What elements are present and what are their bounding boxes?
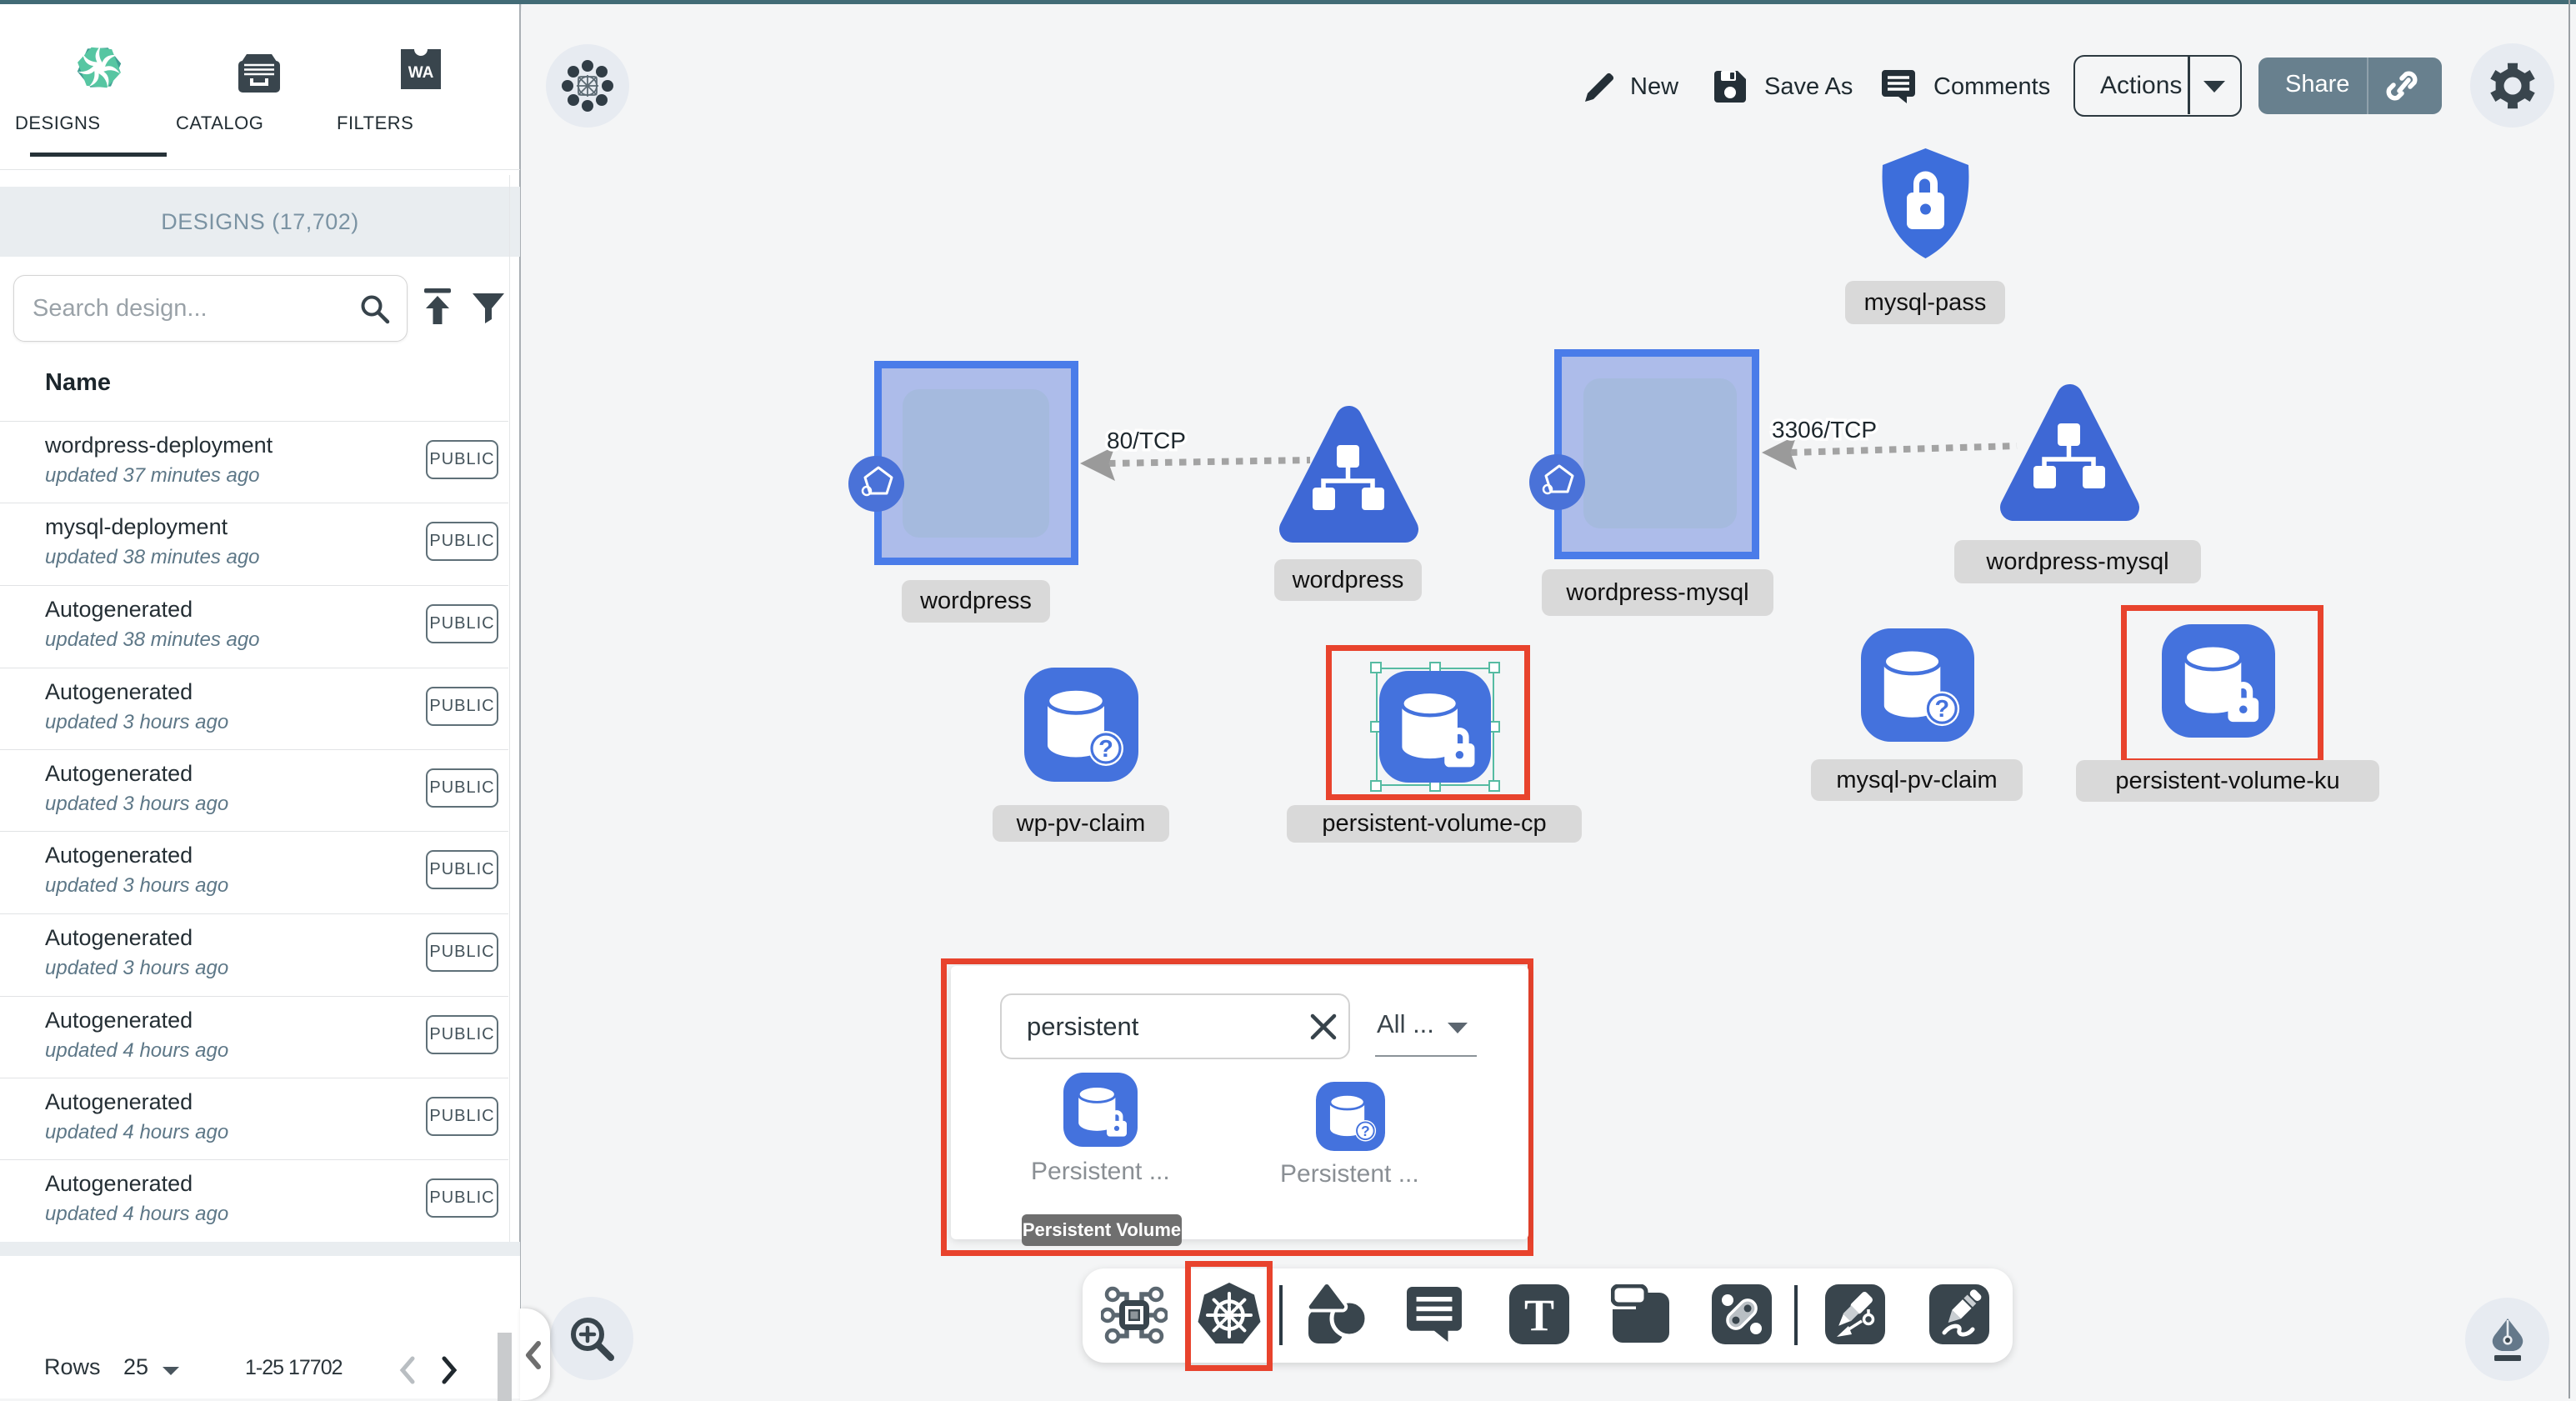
svg-text:T: T	[1524, 1290, 1554, 1340]
svg-text:3306/TCP: 3306/TCP	[1772, 417, 1877, 443]
svg-text:?: ?	[1361, 1123, 1370, 1139]
svg-text:?: ?	[1934, 696, 1949, 723]
svg-text:WA: WA	[408, 64, 434, 82]
svg-text:80/TCP: 80/TCP	[1107, 428, 1186, 453]
svg-text:?: ?	[1098, 736, 1113, 763]
